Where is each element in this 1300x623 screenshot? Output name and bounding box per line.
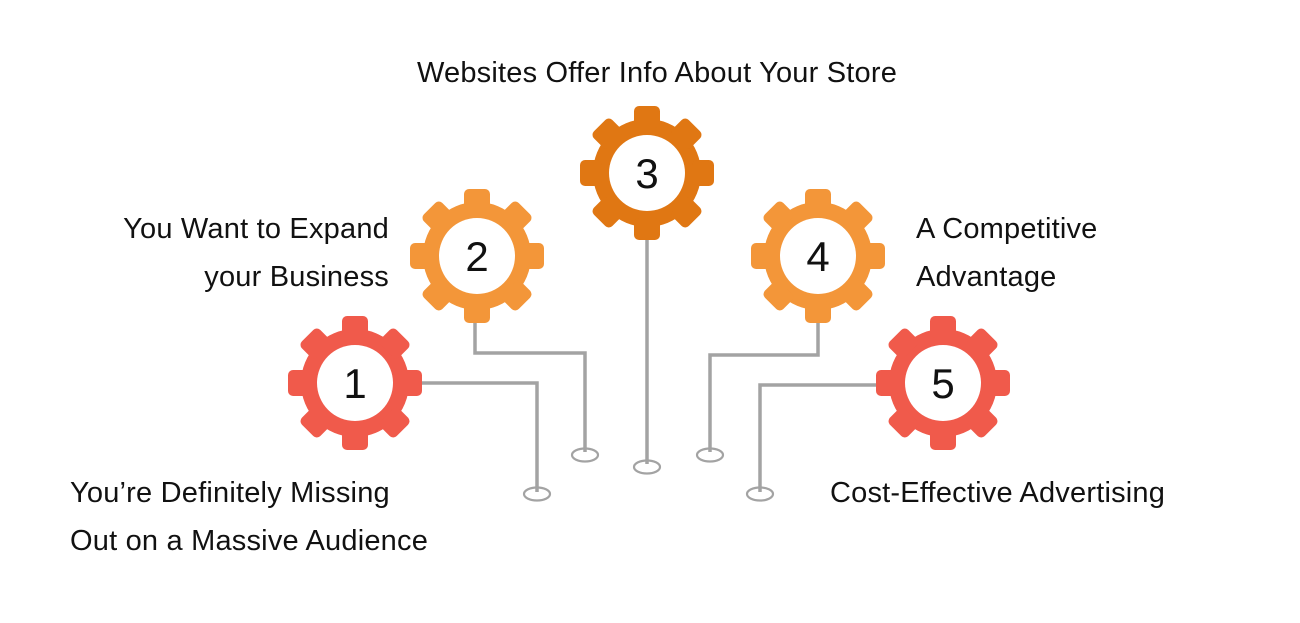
connector-1 — [420, 381, 539, 492]
gear-2: 2 — [410, 189, 544, 323]
connector-5-base-icon — [745, 486, 775, 502]
gear-5-number: 5 — [931, 360, 954, 407]
label-item-4-line-1: A Competitive — [916, 213, 1098, 245]
label-item-1-line-2: Out on a Massive Audience — [70, 525, 429, 557]
connector-2 — [473, 318, 587, 452]
label-item-5: Cost-Effective Advertising — [830, 469, 1165, 517]
connector-5 — [758, 383, 878, 492]
label-item-4: A Competitive Advantage — [916, 205, 1098, 301]
gear-1: 1 — [288, 316, 422, 450]
connector-4 — [708, 318, 820, 452]
connector-1-base-icon — [522, 486, 552, 502]
gear-5: 5 — [876, 316, 1010, 450]
label-item-1-line-1: You’re Definitely Missing — [70, 477, 390, 509]
gear-3-number: 3 — [635, 150, 658, 197]
gear-4: 4 — [751, 189, 885, 323]
gear-2-number: 2 — [465, 233, 488, 280]
label-item-2-line-1: You Want to Expand — [123, 213, 389, 245]
label-item-2: You Want to Expand your Business — [40, 205, 389, 301]
connectors — [420, 238, 878, 502]
gear-3: 3 — [580, 106, 714, 240]
gear-4-number: 4 — [806, 233, 829, 280]
label-item-1: You’re Definitely Missing Out on a Massi… — [70, 469, 428, 565]
connector-4-base-icon — [695, 447, 725, 463]
label-item-3: Websites Offer Info About Your Store — [300, 49, 1014, 97]
label-item-2-line-2: your Business — [204, 261, 389, 293]
connector-3-base-icon — [632, 459, 662, 475]
label-item-3-line-1: Websites Offer Info About Your Store — [416, 57, 898, 89]
label-item-4-line-2: Advantage — [916, 261, 1057, 293]
gear-1-number: 1 — [343, 360, 366, 407]
connector-2-base-icon — [570, 447, 600, 463]
label-item-5-line-1: Cost-Effective Advertising — [830, 477, 1166, 509]
